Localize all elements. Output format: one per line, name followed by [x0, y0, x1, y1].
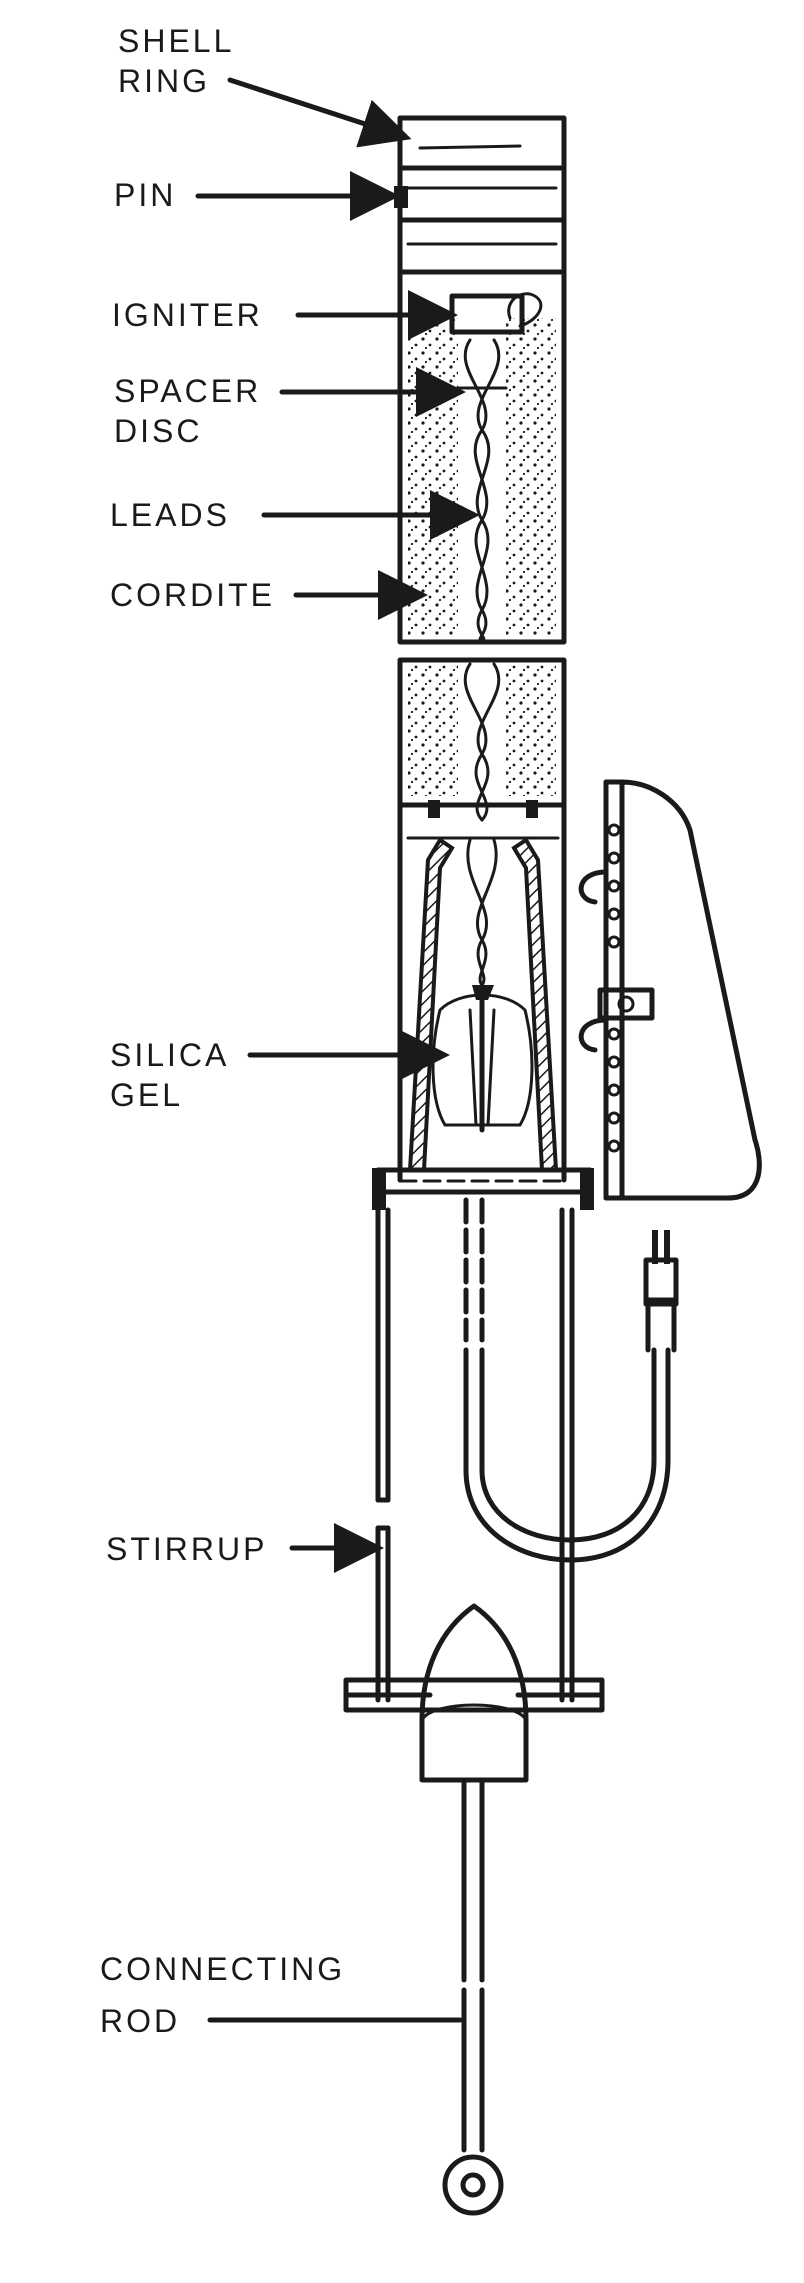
- electric-cord: [463, 1197, 679, 1563]
- label-shell-ring-line1: SHELL: [118, 23, 234, 59]
- leader-lines: [195, 77, 480, 2023]
- label-spacer-disc-line1: SPACER: [114, 373, 261, 409]
- pin-part: [394, 186, 408, 208]
- plug-body: [643, 1257, 679, 1307]
- shell-tube-upper: [397, 269, 567, 645]
- shell-lower-section: [372, 657, 594, 1210]
- shell-ring-part: [397, 115, 567, 171]
- diagram-labels: SHELL RING PIN IGNITER SPACER DISC LEADS…: [100, 23, 345, 2039]
- label-silica-gel-line2: GEL: [110, 1077, 183, 1113]
- label-silica-gel-line1: SILICA: [110, 1037, 229, 1073]
- label-pin: PIN: [114, 177, 176, 213]
- shell-upper-section: [394, 115, 567, 645]
- cordite-fill-left: [408, 318, 458, 636]
- label-stirrup: STIRRUP: [106, 1531, 267, 1567]
- label-shell-ring-line2: RING: [118, 63, 210, 99]
- cordite-fill-lower-left: [408, 664, 458, 796]
- label-connecting-rod-line1: CONNECTING: [100, 1951, 345, 1987]
- label-connecting-rod-line2: ROD: [100, 2003, 180, 2039]
- shell-ring-part: [397, 217, 567, 275]
- cordite-fill-right: [506, 318, 556, 636]
- leads-twisted-pair: [463, 338, 489, 642]
- label-spacer-disc-line2: DISC: [114, 413, 202, 449]
- connecting-rod-assembly: [442, 1779, 504, 2216]
- label-cordite: CORDITE: [110, 577, 275, 613]
- label-leads: LEADS: [110, 497, 230, 533]
- cordite-fill-lower-right: [506, 664, 556, 796]
- shell-ring-part: [397, 165, 567, 223]
- side-bracket: [578, 779, 762, 1201]
- piston-head: [419, 1603, 529, 1783]
- stirrup-frame: [343, 1207, 605, 1713]
- label-igniter: IGNITER: [112, 297, 263, 333]
